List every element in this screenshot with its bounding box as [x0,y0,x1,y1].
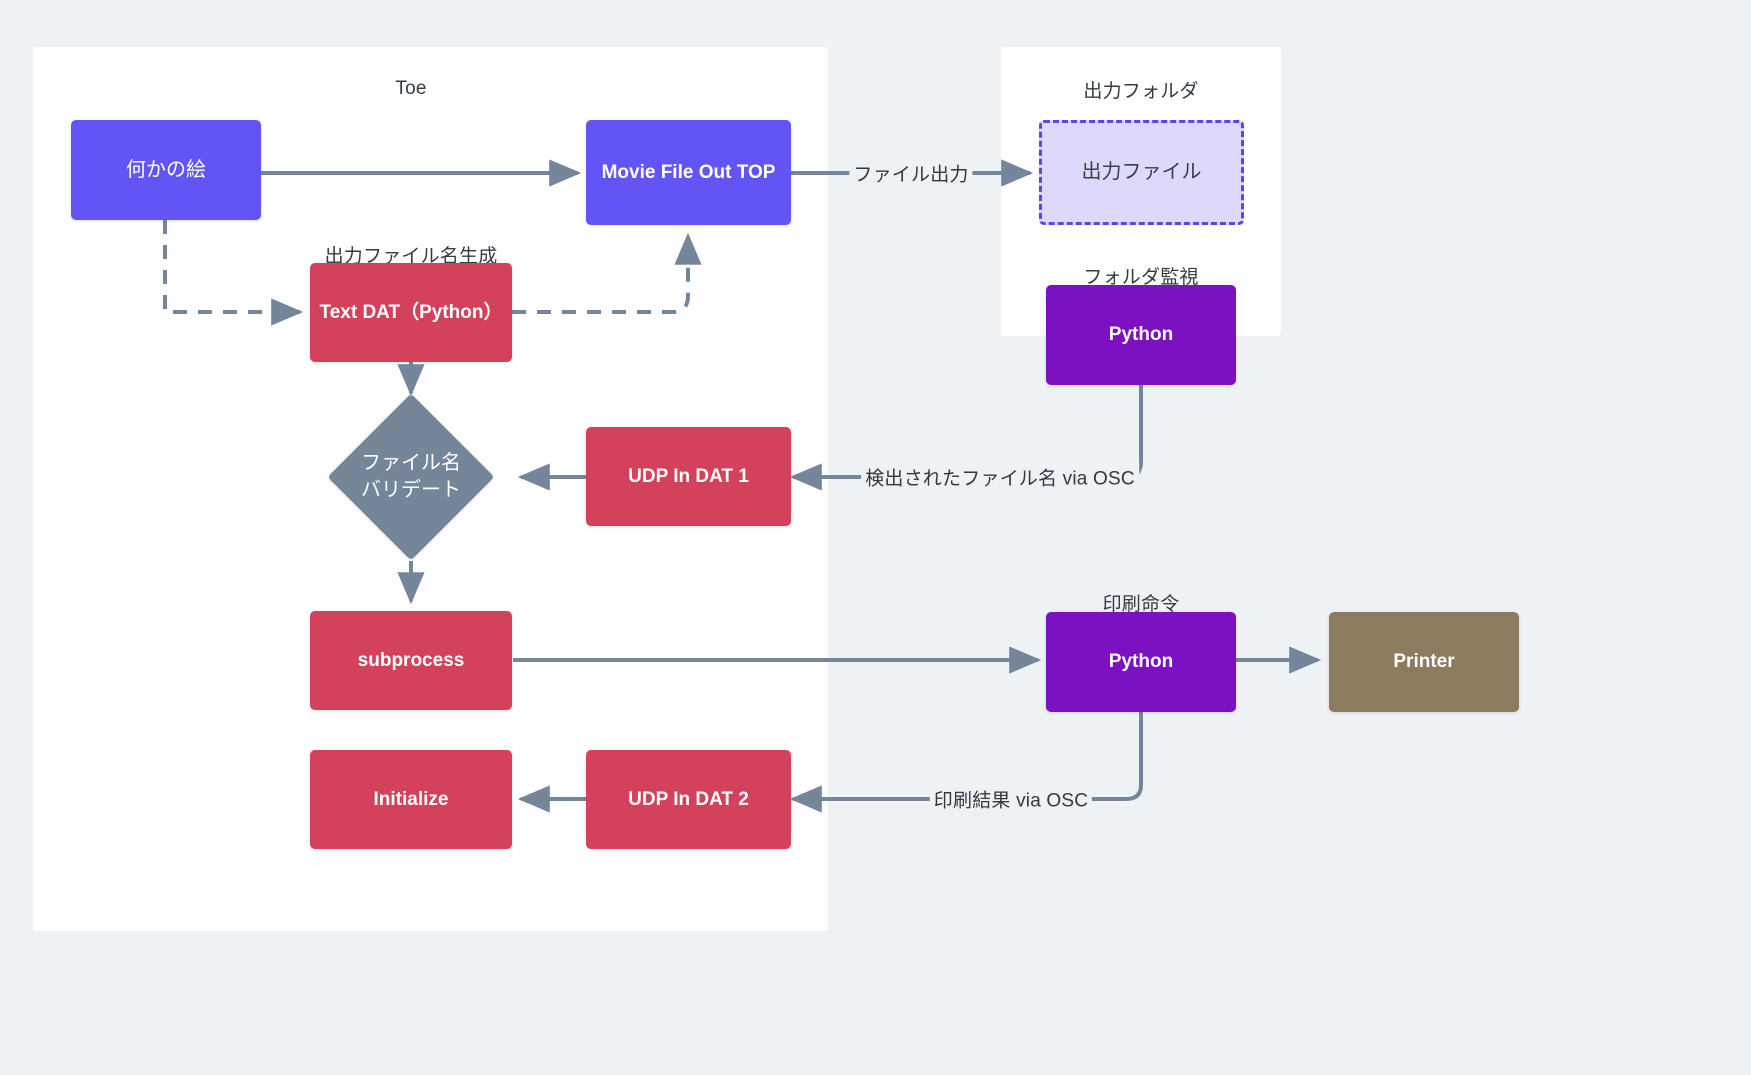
node-printer[interactable]: Printer [1329,612,1519,712]
diamond-label-line1: ファイル名 [361,452,461,474]
node-movie-file-out-top[interactable]: Movie File Out TOP [586,120,791,225]
edge-label-print-result: 印刷結果 via OSC [929,785,1093,813]
node-udp-in-dat-1[interactable]: UDP In DAT 1 [586,427,791,526]
node-subprocess[interactable]: subprocess [310,611,512,710]
edge-label-file-output: ファイル出力 [849,159,973,187]
node-initialize[interactable]: Initialize [310,750,512,849]
edge-label-detected-filename: 検出されたファイル名 via OSC [861,463,1139,491]
node-output-file[interactable]: 出力ファイル [1039,120,1244,225]
caption-text-dat: 出力ファイル名生成 [324,246,498,267]
diamond-label: ファイル名 バリデート [292,418,530,536]
group-title-output-folder: 出力フォルダ [1083,81,1199,102]
group-title-toe: Toe [395,78,427,99]
node-udp-in-dat-2[interactable]: UDP In DAT 2 [586,750,791,849]
node-python-folder-watch[interactable]: Python [1046,285,1236,385]
node-python-print-command[interactable]: Python [1046,612,1236,712]
caption-python-watch: フォルダ監視 [1083,267,1199,288]
diamond-label-line2: バリデート [361,479,461,501]
node-text-dat-python[interactable]: Text DAT（Python） [310,263,512,362]
node-filename-validate[interactable]: ファイル名 バリデート [327,393,495,561]
caption-python-print: 印刷命令 [1102,594,1180,615]
node-picture[interactable]: 何かの絵 [71,120,261,220]
